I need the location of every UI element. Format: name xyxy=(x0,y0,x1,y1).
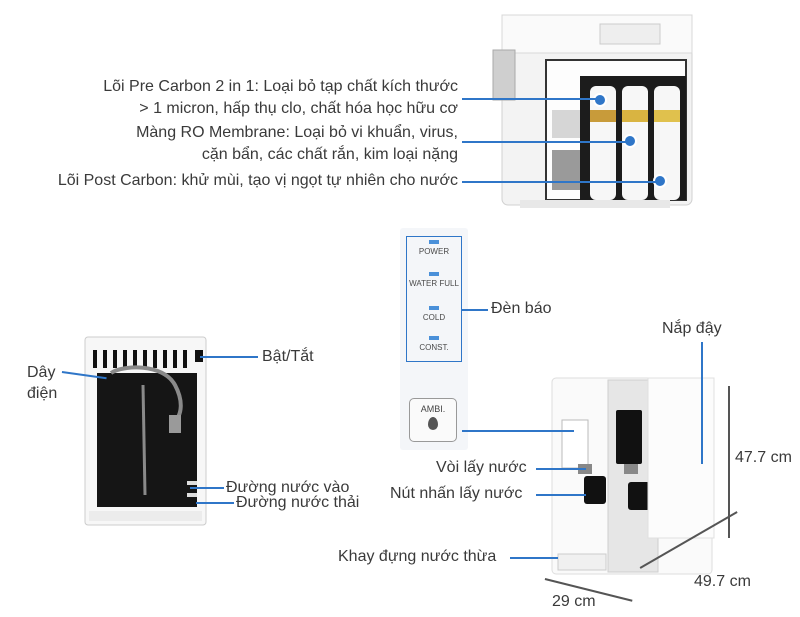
drip-tray-label: Khay đựng nước thừa xyxy=(338,548,497,565)
pre-carbon-label-line2: > 1 micron, hấp thụ clo, chất hóa học hữ… xyxy=(139,100,458,117)
height-dimension-line xyxy=(728,386,730,538)
ambi-button-label: AMBI. xyxy=(420,404,446,414)
pre-carbon-pointer-line xyxy=(462,98,600,100)
dispense-button-label: Nút nhấn lấy nước xyxy=(390,485,523,502)
width-dimension-label: 29 cm xyxy=(552,593,596,610)
cover-pointer-line xyxy=(701,342,703,464)
water-out-pointer-line xyxy=(196,502,234,504)
faucet-label: Vòi lấy nước xyxy=(436,459,527,476)
power-cord-label-line2: điện xyxy=(27,385,58,402)
power-indicator-light xyxy=(429,240,439,244)
ro-membrane-label-line2: cặn bẩn, các chất rắn, kim loại nặng xyxy=(201,146,458,163)
ro-membrane-label-line1: Màng RO Membrane: Loại bỏ vi khuẩn, viru… xyxy=(136,124,458,141)
depth-dimension-label: 49.7 cm xyxy=(694,573,751,590)
post-carbon-label: Lõi Post Carbon: khử mùi, tạo vị ngọt tự… xyxy=(57,172,458,189)
faucet-pointer-line xyxy=(536,468,586,470)
on-off-label: Bật/Tắt xyxy=(262,348,314,365)
const-indicator-light xyxy=(429,336,439,340)
water-out-label: Đường nước thải xyxy=(236,494,360,511)
pre-carbon-label-line1: Lõi Pre Carbon 2 in 1: Loại bỏ tạp chất … xyxy=(103,78,458,95)
cold-indicator-light xyxy=(429,306,439,310)
power-indicator-label: POWER xyxy=(418,247,450,256)
indicator-pointer-line xyxy=(462,309,488,311)
const-indicator: CONST. xyxy=(400,336,468,352)
indicator-label: Đèn báo xyxy=(491,300,552,317)
cold-indicator-label: COLD xyxy=(422,313,446,322)
on-off-pointer-line xyxy=(200,356,258,358)
control-panel: POWER WATER FULL COLD CONST. AMBI. xyxy=(400,228,468,450)
dispense-button-pointer-line xyxy=(536,494,586,496)
panel-front-pointer-line xyxy=(462,430,574,432)
post-carbon-pointer-line xyxy=(462,181,660,183)
water-full-indicator-label: WATER FULL xyxy=(409,279,459,288)
front-view-illustration xyxy=(551,377,715,575)
water-in-label: Đường nước vào xyxy=(226,479,350,496)
back-view-illustration xyxy=(84,336,207,526)
power-cord-label-line1: Dây xyxy=(27,364,56,381)
ambi-button[interactable]: AMBI. xyxy=(409,398,457,442)
const-indicator-label: CONST. xyxy=(419,343,449,352)
water-full-indicator: WATER FULL xyxy=(400,272,468,288)
water-drop-icon xyxy=(428,417,438,430)
water-full-indicator-light xyxy=(429,272,439,276)
water-in-pointer-line xyxy=(190,487,224,489)
drip-tray-pointer-line xyxy=(510,557,558,559)
ro-membrane-pointer-line xyxy=(462,141,630,143)
filter-cutaway-illustration xyxy=(492,14,693,208)
power-indicator: POWER xyxy=(400,240,468,256)
cover-label: Nắp đậy xyxy=(662,320,722,337)
indicator-frame xyxy=(406,236,462,362)
cold-indicator: COLD xyxy=(400,306,468,322)
height-dimension-label: 47.7 cm xyxy=(735,449,792,466)
